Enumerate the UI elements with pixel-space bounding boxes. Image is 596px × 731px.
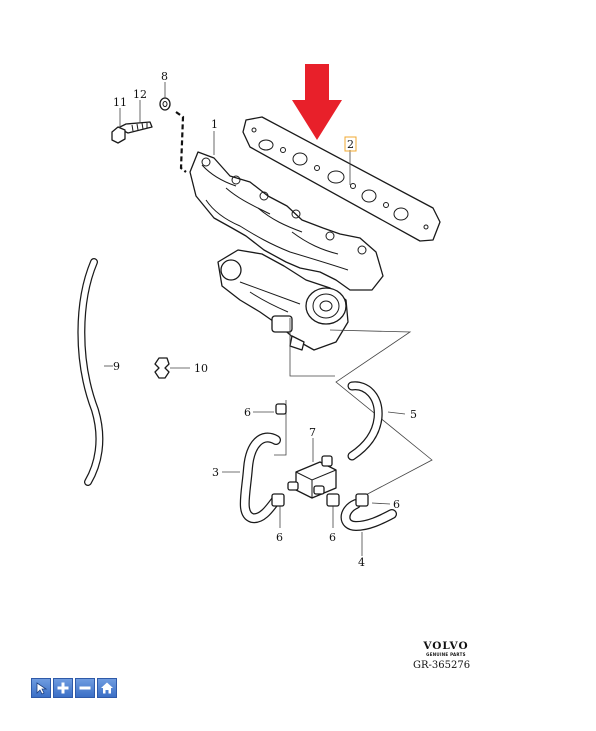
home-button[interactable]	[97, 678, 117, 698]
brand-name: VOLVO	[423, 640, 469, 652]
hose-long	[77, 258, 104, 486]
brand-subtitle: GENUINE PARTS	[426, 652, 466, 657]
home-icon	[101, 682, 113, 694]
brand-logo: VOLVO GENUINE PARTS	[418, 640, 474, 658]
hose-lower-right	[340, 499, 397, 532]
callout-6b: 6	[276, 531, 283, 544]
callout-2: 2	[347, 138, 354, 151]
cursor-icon	[36, 682, 48, 695]
callout-6c: 6	[329, 531, 336, 544]
stud-nut-washer	[111, 97, 171, 144]
select-tool-button[interactable]	[31, 678, 51, 698]
hose-clamps	[271, 403, 369, 507]
red-arrow-icon	[292, 64, 342, 140]
zoom-in-button[interactable]	[53, 678, 73, 698]
zoom-out-icon	[79, 686, 91, 690]
hose-upper	[347, 381, 383, 461]
turbocharger	[217, 249, 349, 351]
callout-7: 7	[309, 426, 316, 439]
zoom-in-icon	[57, 682, 69, 694]
callout-highlight	[344, 136, 357, 152]
hose-left	[239, 432, 281, 524]
callout-8: 8	[161, 70, 168, 83]
callout-5: 5	[410, 408, 417, 421]
leader-lines	[104, 82, 433, 556]
callout-1: 1	[211, 118, 218, 131]
callout-11: 11	[113, 96, 127, 109]
callout-9: 9	[113, 360, 120, 373]
callout-6d: 6	[393, 498, 400, 511]
manifold-gasket	[242, 116, 441, 242]
reference-code: GR-365276	[413, 660, 471, 671]
callout-4: 4	[358, 556, 365, 569]
callout-10: 10	[194, 362, 208, 375]
exhaust-manifold	[189, 151, 384, 291]
hose-clip	[154, 357, 170, 379]
callout-12: 12	[133, 88, 147, 101]
dashed-bracket	[175, 111, 187, 173]
callout-3: 3	[212, 466, 219, 479]
callout-6a: 6	[244, 406, 251, 419]
zoom-out-button[interactable]	[75, 678, 95, 698]
viewer-toolbar	[31, 678, 117, 698]
solenoid-valve	[287, 455, 337, 499]
